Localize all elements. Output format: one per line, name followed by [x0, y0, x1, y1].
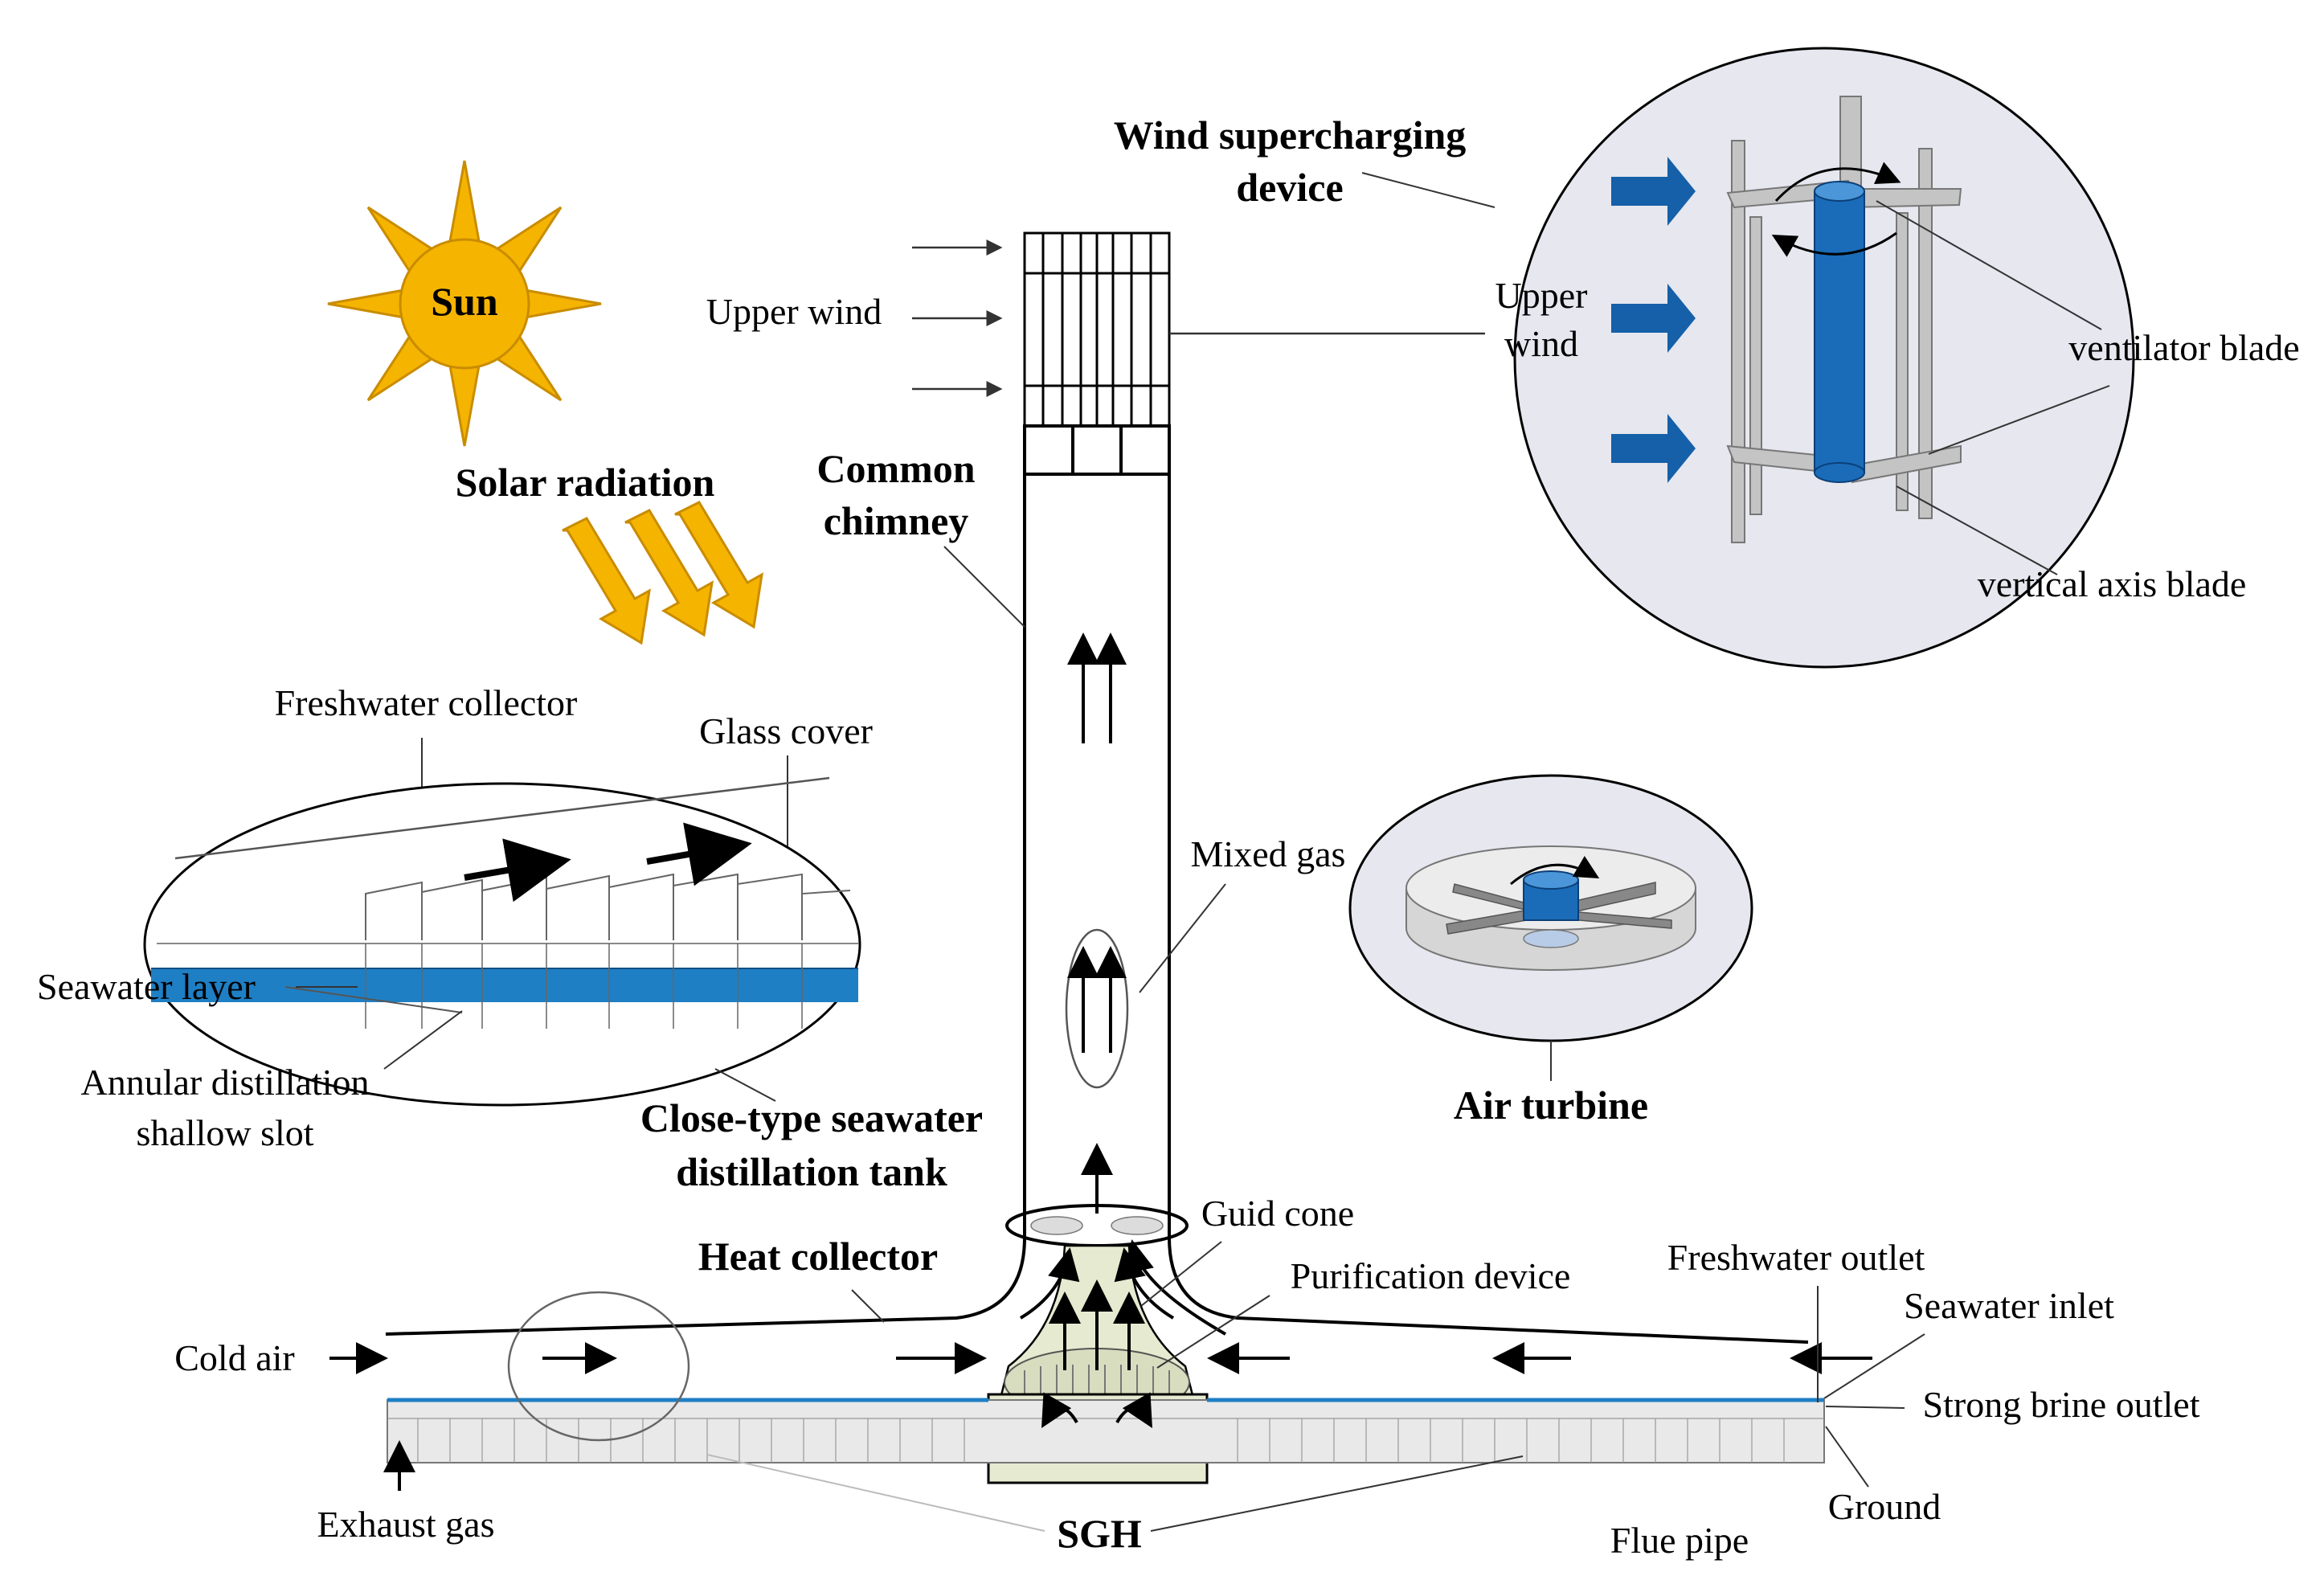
annular-slot-leader: [383, 1010, 463, 1070]
annular-slot-label-line2: shallow slot: [136, 1112, 313, 1153]
seawater-inlet-label: Seawater inlet: [1904, 1285, 2114, 1326]
inset-wind-arrows: [1611, 157, 1696, 483]
vertical-axis-blades: [1731, 140, 1933, 543]
sgh-leader-right: [1150, 1455, 1524, 1532]
common-chimney: [385, 424, 1809, 1344]
close-type-tank-label-line1: Close-type seawater: [640, 1095, 983, 1140]
close-type-tank-label-line2: distillation tank: [676, 1149, 947, 1194]
solar-radiation-label: Solar radiation: [456, 460, 715, 505]
distillation-tank-inset: [143, 776, 861, 1107]
mixed-gas-leader: [1139, 883, 1226, 993]
sgh-leader-left: [706, 1454, 1045, 1532]
upper-wind-label: Upper wind: [706, 291, 882, 332]
heat-collector-leader: [851, 1289, 885, 1323]
solar-radiation-arrows: [562, 501, 763, 645]
glass-cover-label: Glass cover: [699, 710, 873, 751]
inset-upper-wind-line1: Upper: [1495, 275, 1588, 316]
freshwater-outlet-label: Freshwater outlet: [1667, 1237, 1925, 1278]
common-chimney-label-line2: chimney: [824, 498, 969, 543]
air-turbine-inset: [1348, 774, 1753, 1081]
mixed-gas-callout: [1065, 928, 1129, 1089]
sun-icon: [327, 160, 602, 447]
ventilator-blade-leader-2: [1928, 385, 2110, 455]
converging-arrows: [1019, 1239, 1226, 1428]
ground-slab: [387, 1399, 1825, 1463]
chimney-updraft-arrows: [1067, 632, 1127, 1214]
guid-cone-label: Guid cone: [1201, 1193, 1354, 1234]
freshwater-collector-label: Freshwater collector: [275, 682, 578, 723]
rotation-arrow-upper: [1774, 162, 1901, 203]
wind-device-label-line1: Wind supercharging: [1114, 113, 1467, 158]
mixed-gas-label: Mixed gas: [1191, 833, 1346, 874]
vertical-axis-blade-leader: [1896, 485, 2058, 575]
annular-slot-label-line1: Annular distillation: [80, 1062, 369, 1103]
rotation-arrow-lower: [1771, 231, 1897, 257]
air-turbine-rotation-arrow: [1510, 855, 1600, 886]
rotor-column: [1814, 181, 1865, 483]
glass-cover: [174, 776, 830, 860]
wind-supercharging-device: [1023, 231, 1171, 428]
tank-flow-arrows: [464, 822, 752, 903]
upper-wind-arrows: [912, 239, 1003, 397]
heat-collector-callout: [507, 1291, 690, 1442]
air-turbine-label: Air turbine: [1454, 1083, 1648, 1128]
strong-brine-outlet-leader: [1825, 1406, 1905, 1409]
flue-pipe-label: Flue pipe: [1610, 1520, 1749, 1561]
wind-device-leader: [1361, 172, 1495, 208]
flue-pipe-grid: [387, 1418, 1824, 1463]
ground-leader: [1825, 1426, 1869, 1488]
cold-air-label: Cold air: [174, 1337, 294, 1378]
vertical-axis-blade-label: vertical axis blade: [1978, 563, 2247, 604]
ventilator-blade-label: ventilator blade: [2068, 327, 2299, 368]
seawater-inlet-leader: [1823, 1333, 1925, 1399]
close-type-tank-leader: [714, 1068, 776, 1102]
ventilator-blade-leader: [1876, 200, 2102, 330]
sun-label: Sun: [431, 279, 498, 324]
ground-label: Ground: [1828, 1486, 1941, 1527]
mixed-gas-arrows: [1067, 946, 1127, 1053]
purification-device-label: Purification device: [1291, 1255, 1571, 1296]
seawater-layer: [151, 968, 858, 1002]
heat-collector-label: Heat collector: [698, 1234, 938, 1279]
inset-upper-wind-line2: wind: [1504, 323, 1578, 364]
purification-device-leader: [1156, 1295, 1270, 1369]
common-chimney-label-line1: Common: [816, 446, 975, 491]
common-chimney-leader: [943, 546, 1025, 628]
wind-device-inset: [1513, 47, 2135, 669]
wind-device-label-line2: device: [1236, 165, 1343, 210]
tank-partitions: [365, 944, 803, 1029]
seawater-layer-label: Seawater layer: [37, 966, 256, 1007]
sgh-label: SGH: [1057, 1511, 1142, 1556]
exhaust-gas-label: Exhaust gas: [317, 1504, 494, 1545]
strong-brine-outlet-label: Strong brine outlet: [1923, 1384, 2200, 1425]
guid-cone-leader: [1140, 1241, 1222, 1307]
